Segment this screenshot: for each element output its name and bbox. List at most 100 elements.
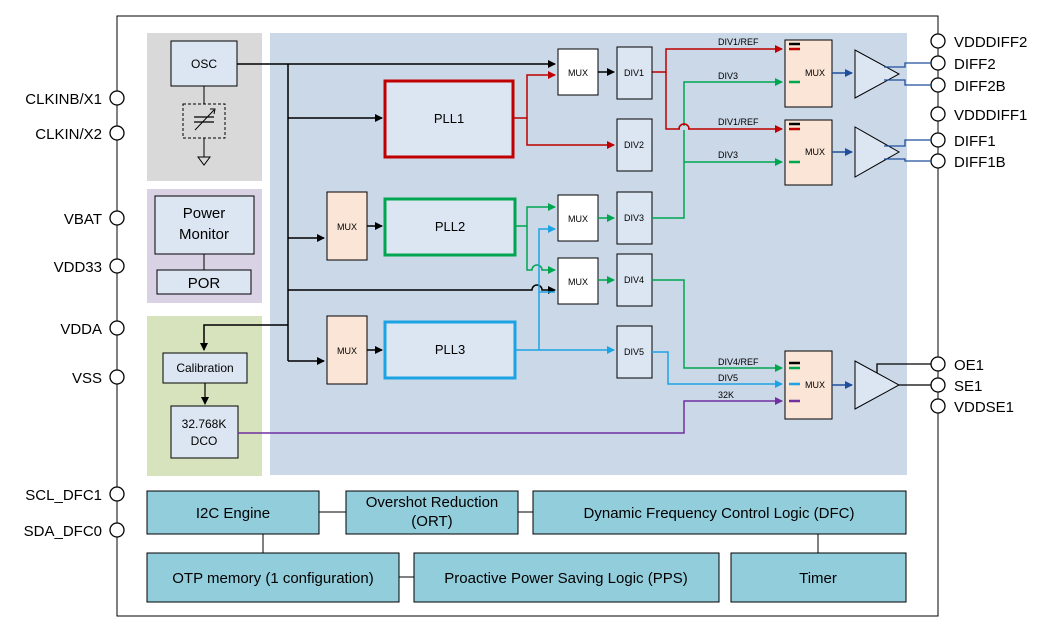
timer-block: Timer	[730, 552, 907, 603]
pin-diff2[interactable]: DIFF2	[930, 55, 996, 73]
label-div5: DIV5	[718, 373, 738, 383]
diff1-buffer-icon	[854, 126, 901, 178]
pin-vdd33-label: VDD33	[54, 259, 102, 276]
ort-label-1: Overshot Reduction	[366, 494, 499, 511]
pll2-block: PLL2	[383, 197, 517, 257]
pll3-input-mux-label: MUX	[337, 346, 357, 356]
dco-block: 32.768K DCO	[170, 405, 239, 459]
div-select-mux-1-label: MUX	[568, 68, 588, 78]
pin-se1[interactable]: SE1	[930, 377, 982, 395]
div2-label: DIV2	[624, 140, 644, 150]
label-div4ref: DIV4/REF	[718, 357, 759, 367]
diff2-buffer-icon	[854, 49, 901, 99]
div1-block: DIV1	[616, 46, 653, 100]
pin-diff1b[interactable]: DIFF1B	[930, 153, 1006, 171]
output-mux-se1-label: MUX	[805, 380, 825, 390]
dco-label-2: DCO	[191, 434, 218, 448]
pll1-net	[513, 45, 783, 149]
pin-vbat[interactable]: VBAT	[64, 210, 125, 228]
pin-vdddiff1-label: VDDDIFF1	[954, 107, 1027, 124]
div5-block: DIV5	[616, 325, 653, 379]
dfc-label: Dynamic Frequency Control Logic (DFC)	[584, 505, 855, 522]
k32-net	[238, 397, 783, 434]
power-monitor-block: Power Monitor	[154, 195, 255, 255]
calibration-block: Calibration	[162, 352, 248, 384]
pin-vss[interactable]: VSS	[72, 369, 125, 387]
pin-se1-label: SE1	[954, 378, 982, 395]
i2c-engine-label: I2C Engine	[196, 505, 270, 522]
crystal-tuning-icon	[182, 86, 226, 166]
osc-label: OSC	[191, 57, 217, 71]
pin-vbat-label: VBAT	[64, 211, 102, 228]
output-mux-diff2-label: MUX	[805, 68, 825, 78]
pps-block: Proactive Power Saving Logic (PPS)	[413, 552, 720, 603]
pll2-input-mux: MUX	[326, 191, 368, 261]
div-select-mux-3-label: MUX	[568, 277, 588, 287]
output-mux-diff2: MUX	[784, 39, 833, 108]
div4-block: DIV4	[616, 253, 653, 307]
power-monitor-label-2: Monitor	[179, 226, 229, 243]
div3-label: DIV3	[624, 213, 644, 223]
div-select-mux-2-label: MUX	[568, 214, 588, 224]
output-mux-diff1-label: MUX	[805, 147, 825, 157]
ort-block: Overshot Reduction (ORT)	[345, 490, 519, 535]
pin-clkin[interactable]: CLKIN/X2	[35, 125, 125, 143]
pin-scl[interactable]: SCL_DFC1	[25, 486, 125, 504]
pin-vdd33[interactable]: VDD33	[54, 258, 125, 276]
por-block: POR	[156, 269, 252, 295]
label-div3-mid: DIV3	[718, 150, 738, 160]
timer-label: Timer	[799, 570, 837, 587]
ref-clock-net	[200, 60, 556, 365]
pin-diff1-label: DIFF1	[954, 133, 996, 150]
se-output-net	[876, 363, 931, 386]
div1-label: DIV1	[624, 68, 644, 78]
label-32k: 32K	[718, 390, 734, 400]
pin-vss-label: VSS	[72, 370, 102, 387]
pin-diff1b-label: DIFF1B	[954, 154, 1006, 171]
pll3-block: PLL3	[383, 320, 517, 380]
power-monitor-label-1: Power	[183, 205, 226, 222]
pin-diff2-label: DIFF2	[954, 56, 996, 73]
diff-output-net	[884, 62, 931, 162]
pll3-label: PLL3	[435, 342, 465, 357]
div-select-mux-3: MUX	[557, 257, 599, 305]
otp-memory-label: OTP memory (1 configuration)	[172, 570, 373, 587]
pin-diff2b[interactable]: DIFF2B	[930, 77, 1006, 95]
pin-vdda[interactable]: VDDA	[60, 320, 125, 338]
label-div1ref-mid: DIV1/REF	[718, 117, 759, 127]
osc-block: OSC	[170, 40, 238, 87]
div-select-mux-2: MUX	[557, 194, 599, 242]
label-div1ref-top: DIV1/REF	[718, 37, 759, 47]
div-select-mux-1: MUX	[557, 48, 599, 96]
dfc-block: Dynamic Frequency Control Logic (DFC)	[532, 490, 907, 535]
div5-label: DIV5	[624, 347, 644, 357]
pin-clkinb[interactable]: CLKINB/X1	[25, 90, 125, 108]
pin-vdddiff1[interactable]: VDDDIFF1	[930, 106, 1027, 124]
pll1-block: PLL1	[383, 79, 515, 159]
dco-label-1: 32.768K	[182, 417, 227, 431]
label-div3-top: DIV3	[718, 71, 738, 81]
pll3-net	[515, 225, 783, 388]
pll2-input-mux-label: MUX	[337, 222, 357, 232]
pin-vdddiff2-label: VDDDIFF2	[954, 34, 1027, 51]
pin-clkinb-label: CLKINB/X1	[25, 91, 102, 108]
pps-label: Proactive Power Saving Logic (PPS)	[444, 570, 687, 587]
pin-clkin-label: CLKIN/X2	[35, 126, 102, 143]
pin-vddse1-label: VDDSE1	[954, 399, 1014, 416]
pin-vdddiff2[interactable]: VDDDIFF2	[930, 33, 1027, 51]
pin-oe1-label: OE1	[954, 357, 984, 374]
pin-vddse1[interactable]: VDDSE1	[930, 398, 1014, 416]
calibration-label: Calibration	[176, 361, 233, 375]
pin-sda-label: SDA_DFC0	[24, 523, 102, 540]
pin-diff1[interactable]: DIFF1	[930, 132, 996, 150]
ort-label-2: (ORT)	[411, 513, 452, 530]
div2-block: DIV2	[616, 118, 653, 172]
pin-oe1[interactable]: OE1	[930, 356, 984, 374]
por-label: POR	[188, 275, 221, 292]
pin-sda[interactable]: SDA_DFC0	[24, 522, 125, 540]
pin-diff2b-label: DIFF2B	[954, 78, 1006, 95]
pll2-net	[515, 78, 783, 372]
pll3-input-mux: MUX	[326, 315, 368, 385]
output-mux-se1: MUX	[784, 350, 833, 420]
